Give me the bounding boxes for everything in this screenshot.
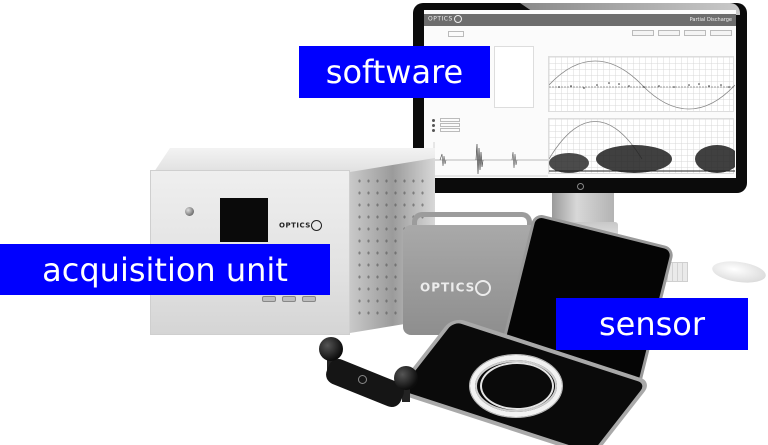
software-button (710, 30, 732, 36)
software-header-bar: OPTICS Partial Discharge (424, 14, 736, 26)
software-option (432, 128, 460, 132)
logo-ring-icon (310, 220, 322, 231)
acquisition-unit-ports (262, 296, 316, 302)
software-table-panel (494, 46, 534, 108)
power-knob-icon (185, 207, 194, 216)
logo-ring-icon (453, 15, 462, 23)
option-field (440, 128, 460, 132)
software-button (658, 30, 680, 36)
port (302, 296, 316, 302)
software-option (432, 118, 460, 122)
prpd-top-plot (549, 60, 735, 110)
acquisition-unit-label: acquisition unit (0, 244, 330, 295)
unit-logo-text: OPTICS (279, 221, 311, 230)
option-field (440, 123, 460, 127)
acquisition-unit-logo: OPTICS (279, 220, 322, 231)
software-logo: OPTICS (428, 15, 462, 23)
waveform-chart (433, 142, 548, 177)
software-logo-text: OPTICS (428, 15, 453, 23)
fiber-optic-coil-inner (480, 362, 554, 410)
radio-icon (432, 128, 435, 132)
sensor-stem (402, 386, 410, 402)
prpd-bottom-plot (549, 121, 735, 173)
mouse (710, 258, 768, 286)
port (262, 296, 276, 302)
monitor-brand-icon (577, 183, 584, 190)
option-field (440, 118, 460, 122)
logo-ring-icon (475, 280, 492, 296)
radio-icon (432, 118, 435, 122)
software-button (684, 30, 706, 36)
case-logo: OPTICS (420, 280, 492, 296)
software-label: software (299, 46, 490, 98)
software-toolbar (632, 30, 732, 36)
sensor-logo-icon (358, 375, 367, 384)
monitor-stand (552, 193, 614, 223)
fiber-optic-coil (470, 355, 562, 417)
software-button (632, 30, 654, 36)
sensor-ball (394, 366, 418, 390)
port (282, 296, 296, 302)
sensor-label: sensor (556, 298, 748, 350)
prpd-chart-top (548, 56, 735, 112)
radio-icon (432, 123, 435, 127)
software-input (448, 31, 464, 37)
sensor-ball (319, 337, 343, 361)
case-logo-text: OPTICS (420, 280, 476, 295)
software-option (432, 123, 460, 127)
prpd-chart-bottom (548, 118, 735, 174)
acquisition-unit-display (220, 198, 268, 242)
case-handle (412, 212, 532, 234)
software-title: Partial Discharge (689, 17, 732, 23)
